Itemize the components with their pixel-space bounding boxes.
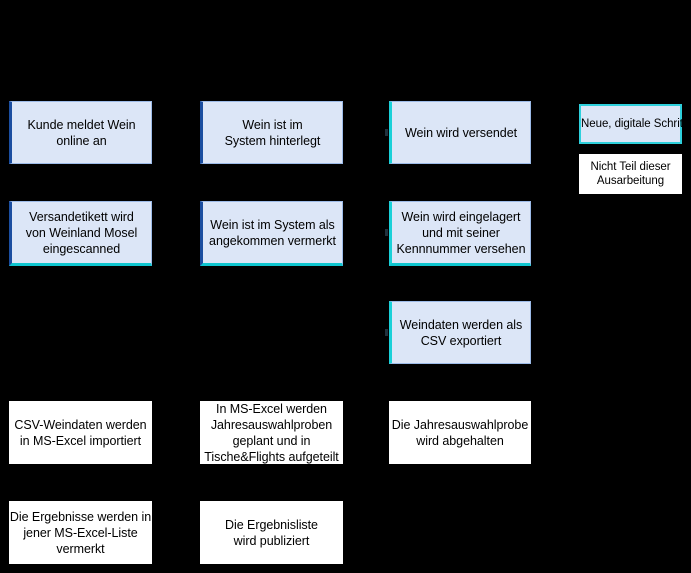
connector-tick-icon <box>385 129 388 136</box>
connector-tick-icon <box>385 229 388 236</box>
connector-tick-icon <box>385 329 388 336</box>
node-label: Wein wird versendet <box>404 125 518 140</box>
legend-item-digital-steps: Neue, digitale Schritte <box>579 104 691 144</box>
process-node-wein-wird-versendet[interactable]: Wein wird versendet <box>389 101 531 164</box>
legend-digital-label: Neue, digitale Schritte <box>581 118 691 130</box>
